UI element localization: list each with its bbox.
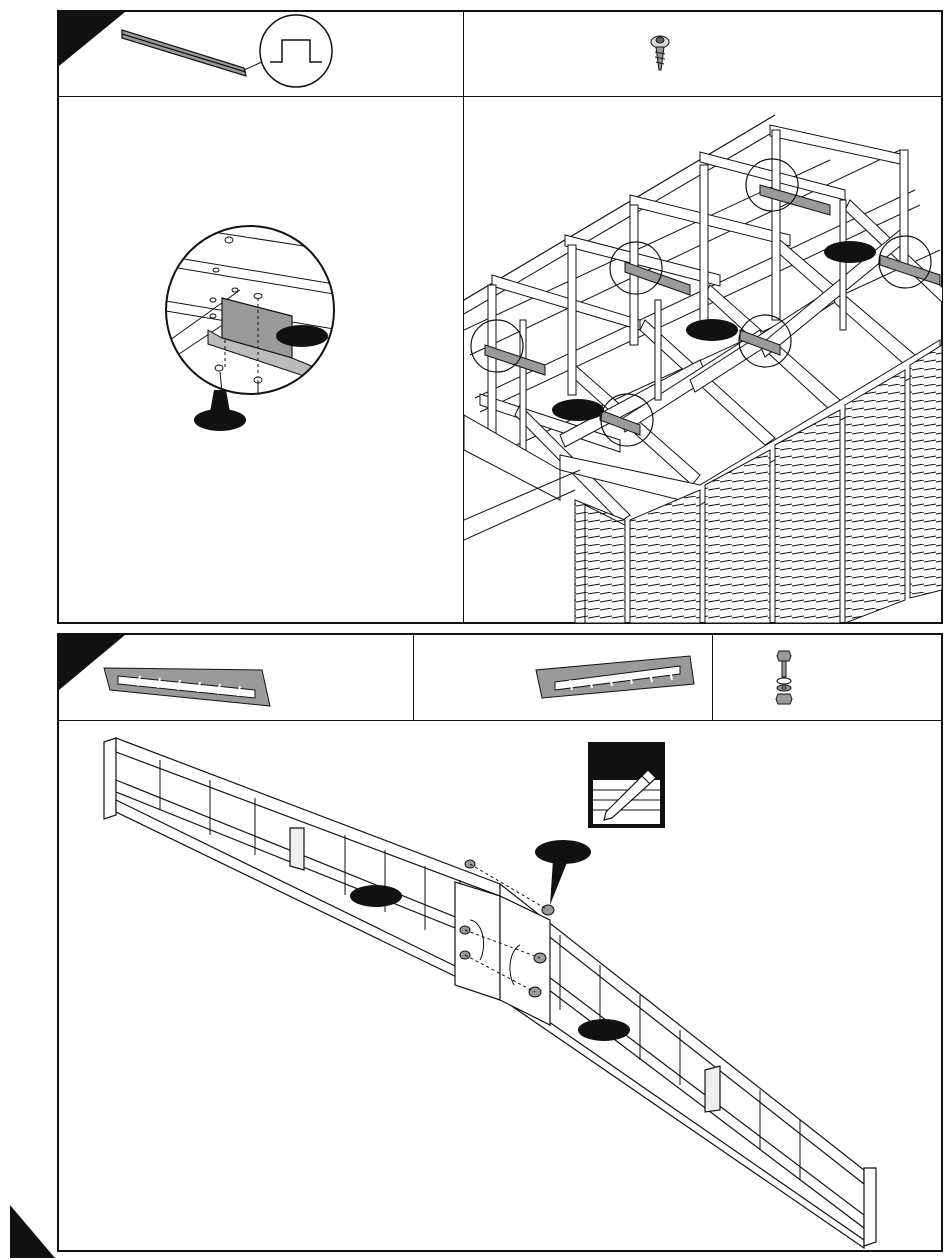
step-panel-top	[57, 10, 943, 624]
bottom-column-divider-2	[712, 633, 713, 721]
top-column-divider	[463, 10, 464, 624]
step-panel-bottom	[57, 633, 943, 1252]
bottom-header-divider	[57, 720, 943, 721]
top-header-divider	[57, 96, 943, 97]
bottom-column-divider-1	[413, 633, 414, 721]
